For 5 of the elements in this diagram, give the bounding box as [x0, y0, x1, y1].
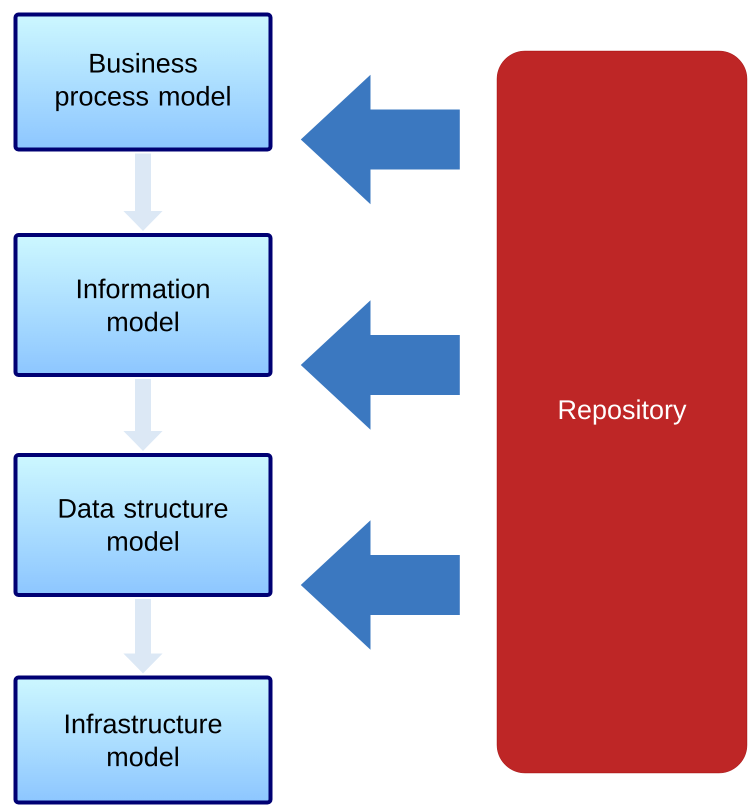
- model-box: Information model: [14, 233, 272, 377]
- repository-box: Repository: [496, 50, 748, 774]
- model-box: Infrastructure model: [14, 676, 272, 804]
- model-box: Data structure model: [14, 453, 272, 597]
- model-box: Business process model: [14, 12, 272, 152]
